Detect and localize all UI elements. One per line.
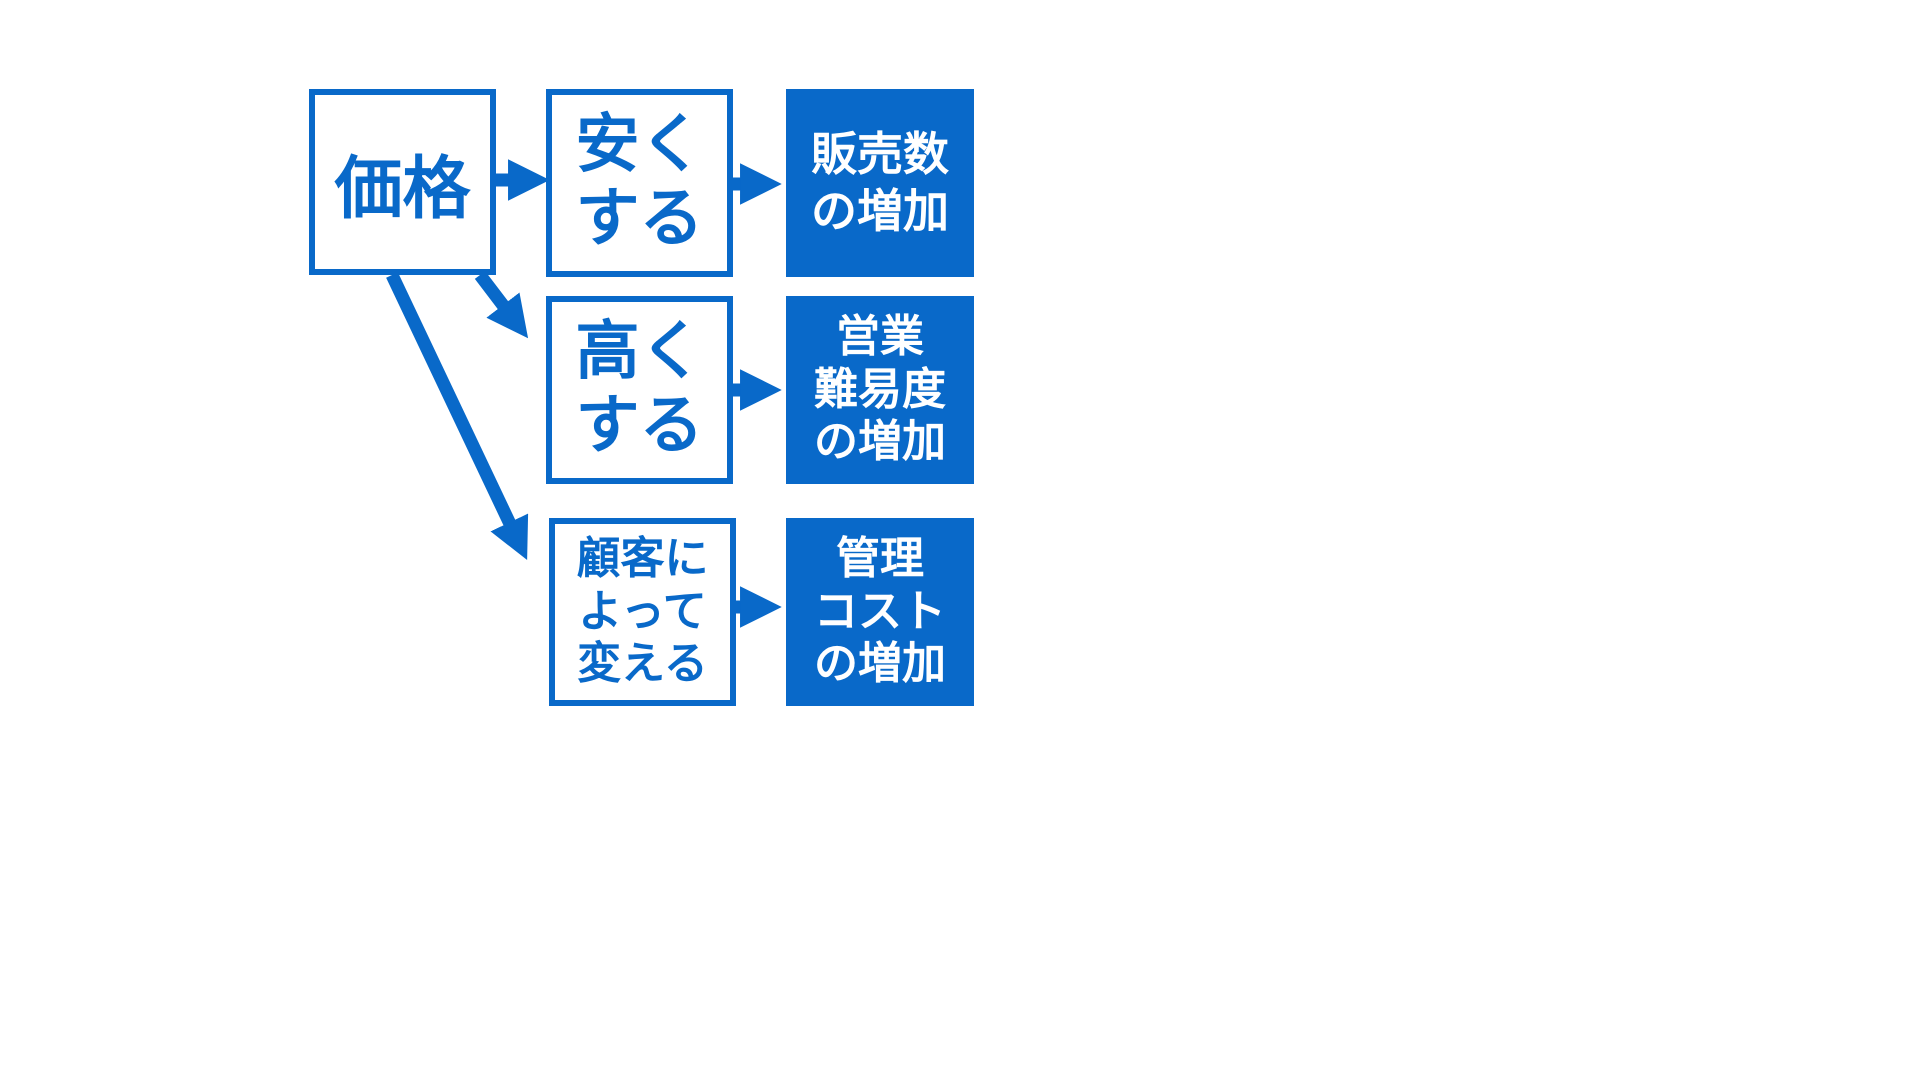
result-label-difficulty: 営業 難易度 の増加 (814, 310, 946, 468)
arrow-root-to-per-customer (386, 272, 529, 561)
arrow-root-to-expensive (474, 271, 529, 339)
result-label-sales: 販売数 の増加 (811, 126, 949, 239)
result-box-sales: 販売数 の増加 (786, 89, 974, 277)
result-box-cost: 管理 コスト の増加 (786, 518, 974, 706)
root-box: 価格 (309, 89, 496, 275)
option-label-expensive: 高く する (575, 315, 704, 463)
result-label-cost: 管理 コスト の増加 (814, 532, 946, 690)
option-box-per-customer: 顧客に よって 変える (549, 518, 736, 706)
option-box-cheap: 安く する (546, 89, 733, 277)
option-label-per-customer: 顧客に よって 変える (576, 532, 709, 690)
root-label: 価格 (334, 149, 471, 229)
result-box-difficulty: 営業 難易度 の増加 (786, 296, 974, 484)
option-label-cheap: 安く する (575, 108, 704, 256)
option-box-expensive: 高く する (546, 296, 733, 484)
